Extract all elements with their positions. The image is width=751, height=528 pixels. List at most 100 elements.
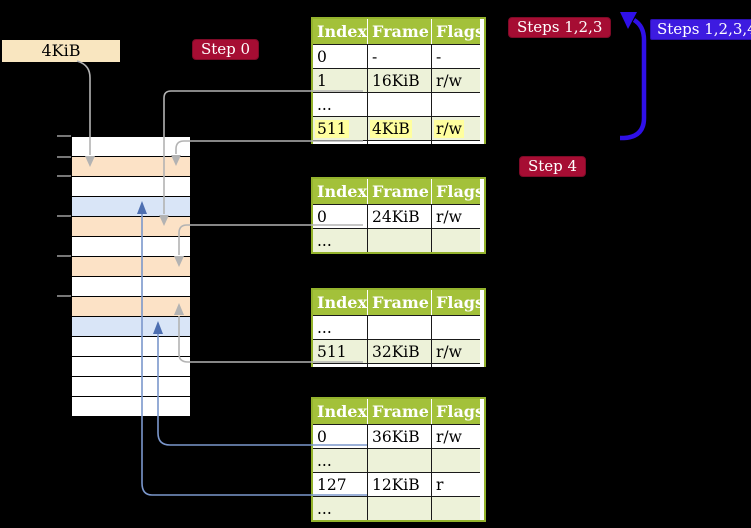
memory-frame-row-page-table [72,217,190,237]
cell-flags [431,92,480,116]
memory-tick [57,135,71,137]
memory-frame-row-page-table [72,297,190,317]
memory-frame-row-mapped-page [72,197,190,217]
step4-badge: Step 4 [519,156,587,177]
cell-index: 0 [313,424,367,448]
highlight-mark: 511 [315,120,349,138]
header-cell-frame: Frame [367,399,431,424]
header-cell-index: Index [313,19,367,44]
table-entry-row: ... [313,496,484,520]
cell-flags [431,448,480,472]
steps1234-badge: Steps 1,2,3,4 [650,19,751,40]
cell-empty [313,140,367,144]
header-cell-flags: Flags [431,179,480,204]
header-cell-flags: Flags [431,290,480,315]
memory-tick [57,156,71,158]
cell-index: ... [313,496,367,520]
cell-frame: 36KiB [367,424,431,448]
step0-badge: Step 0 [192,39,260,60]
cell-flags: - [431,44,480,68]
cell-frame: 12KiB [367,472,431,496]
highlight-mark: r/w [434,120,464,138]
clipped-row-sliver [313,363,484,367]
cell-flags [431,315,480,339]
memory-frame-row-page-table [72,257,190,277]
memory-tick [57,215,71,217]
cell-index: 511 [313,116,367,140]
cell-index: 0 [313,204,367,228]
memory-frame-row-free [72,277,190,297]
cell-empty [367,140,431,144]
cell-empty [431,363,480,367]
cell-index: ... [313,92,367,116]
cell-empty [367,363,431,367]
page-size-label-box: 4KiB [2,40,120,62]
cell-index: ... [313,448,367,472]
cell-index: 1 [313,68,367,92]
header-cell-flags: Flags [431,399,480,424]
physical-memory-column [71,136,191,417]
header-cell-frame: Frame [367,290,431,315]
table-entry-row: ... [313,228,484,252]
steps123-badge: Steps 1,2,3 [508,17,612,38]
header-cell-index: Index [313,399,367,424]
header-cell-frame: Frame [367,19,431,44]
memory-frame-row-free [72,237,190,257]
table-entry-row: ... [313,448,484,472]
cell-flags: r/w [431,204,480,228]
cell-frame: - [367,44,431,68]
table-entry-row: ... [313,315,484,339]
cell-flags: r/w [431,424,480,448]
cell-frame [367,92,431,116]
cell-index: ... [313,315,367,339]
cell-frame [367,496,431,520]
cell-index: 0 [313,44,367,68]
cell-flags [431,496,480,520]
memory-frame-row-free [72,177,190,197]
memory-frame-row-mapped-page [72,317,190,337]
header-cell-index: Index [313,179,367,204]
cell-flags: r [431,472,480,496]
memory-frame-row-free [72,397,190,416]
table-entry-row: ... [313,92,484,116]
memory-frame-row-free [72,137,190,157]
clipped-row-sliver [313,140,484,144]
cell-flags: r/w [431,116,480,140]
arrow-entry511-to-4kib [171,140,363,166]
cell-index: ... [313,228,367,252]
header-cell-flags: Flags [431,19,480,44]
cell-index: 511 [313,339,367,363]
memory-frame-row-free [72,357,190,377]
cell-frame: 32KiB [367,339,431,363]
header-cell-frame: Frame [367,179,431,204]
memory-tick [57,175,71,177]
header-cell-index: Index [313,290,367,315]
cell-frame [367,228,431,252]
cell-flags: r/w [431,339,480,363]
cell-empty [313,363,367,367]
cell-empty [431,140,480,144]
cell-frame: 24KiB [367,204,431,228]
table-entry-row: 0-- [313,44,484,68]
memory-frame-row-page-table [72,157,190,177]
memory-tick [57,295,71,297]
cell-frame [367,448,431,472]
memory-frame-row-free [72,377,190,397]
memory-frame-row-free [72,337,190,357]
memory-tick [57,255,71,257]
cell-flags: r/w [431,68,480,92]
recursive-loop-arrow [620,12,647,141]
